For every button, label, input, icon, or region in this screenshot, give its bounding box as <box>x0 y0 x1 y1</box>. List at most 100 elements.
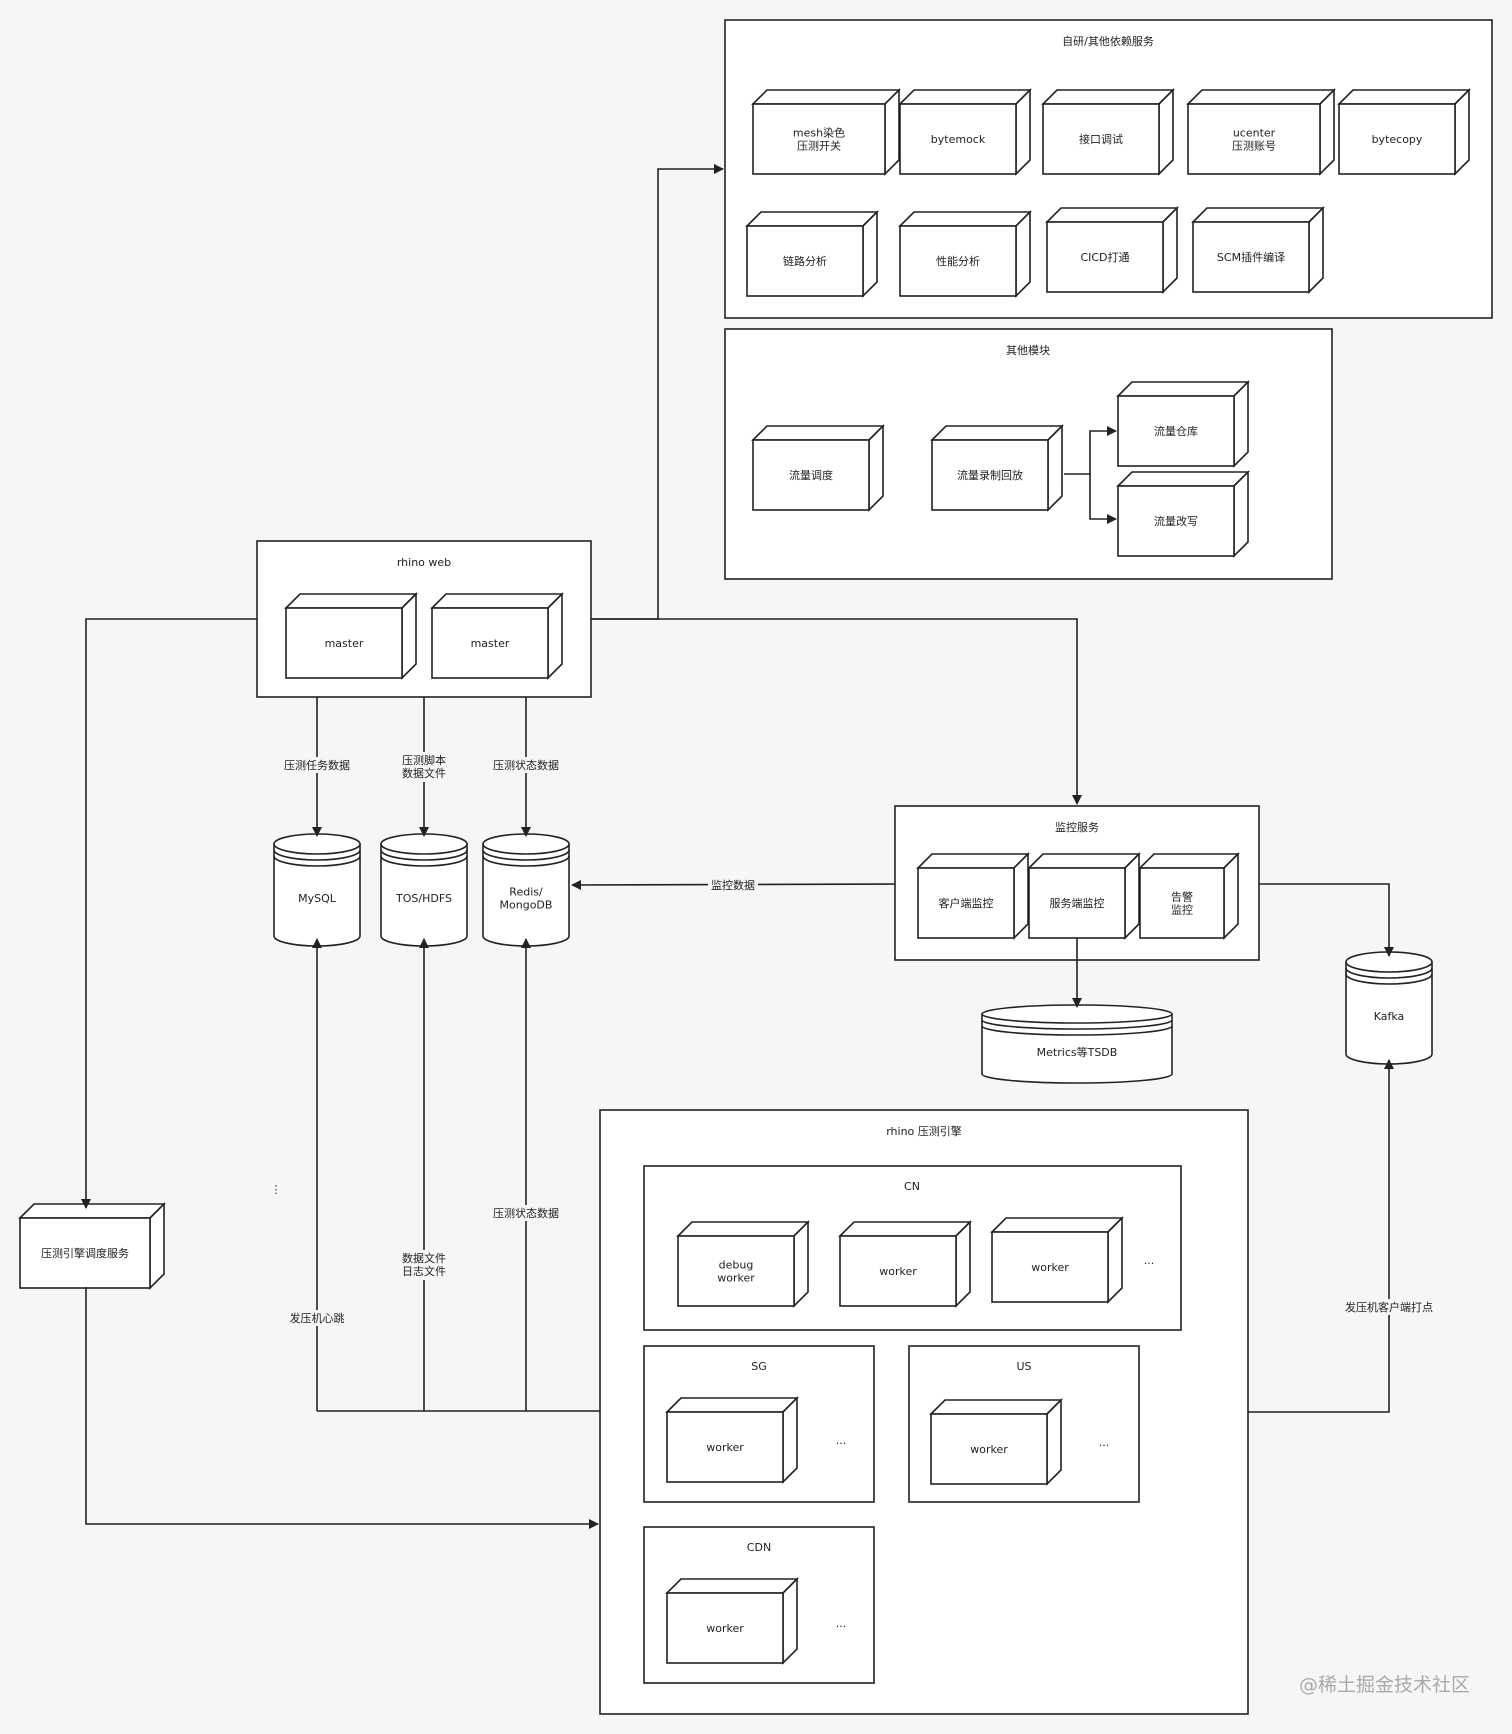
node-us-worker: worker <box>929 1398 1063 1486</box>
store-mysql: MySQL <box>273 833 361 947</box>
node-scm: SCM插件编译 <box>1191 206 1325 294</box>
container-title: CN <box>904 1180 920 1193</box>
node-label: Kafka <box>1374 1010 1405 1023</box>
container-title: 自研/其他依赖服务 <box>1062 35 1154 48</box>
stores-layer: MySQL TOS/HDFS Redis/MongoDB Metrics等TSDB Ka… <box>273 833 1433 1084</box>
node-label: 压测账号 <box>1232 140 1276 153</box>
node-master-1: master <box>284 592 418 680</box>
node-traffic-schedule: 流量调度 <box>751 424 885 512</box>
node-label: TOS/HDFS <box>395 892 452 905</box>
container-title: SG <box>751 1360 767 1373</box>
node-label: worker <box>706 1441 744 1454</box>
edge-labels: 压测任务数据 压测脚本 数据文件 压测状态数据 监控数据 发压机心跳 数据文件 … <box>271 752 1435 1326</box>
ellipsis-1: ... <box>1144 1254 1155 1267</box>
edge-record-to-store <box>1064 426 1117 475</box>
node-label: master <box>471 637 510 650</box>
edge-web-to-services <box>591 164 724 620</box>
node-label: 流量录制回放 <box>957 468 1023 482</box>
edge-label-heartbeat: 发压机心跳 <box>290 1311 345 1325</box>
node-trace-analysis: 链路分析 <box>745 210 879 298</box>
node-label: worker <box>970 1443 1008 1456</box>
node-label: worker <box>717 1272 755 1285</box>
edge-label-client-report: 发压机客户端打点 <box>1345 1300 1433 1314</box>
node-label: 流量仓库 <box>1154 424 1198 438</box>
edge-label-dots: ⋮ <box>271 1183 282 1196</box>
ellipsis-2: ... <box>836 1434 847 1447</box>
edge-record-to-rewrite <box>1089 474 1117 524</box>
node-label: 告警 <box>1171 890 1193 904</box>
edge-web-to-scheduler <box>81 618 257 1209</box>
node-label: 链路分析 <box>783 254 827 268</box>
node-api-debug: 接口调试 <box>1041 88 1175 176</box>
node-label: Metrics等TSDB <box>1037 1045 1118 1059</box>
edge-web-to-monitor <box>591 618 1082 805</box>
container-title: US <box>1016 1360 1031 1373</box>
edge-label-monitor-data: 监控数据 <box>711 878 755 892</box>
node-bytecopy: bytecopy <box>1337 88 1471 176</box>
node-sg-worker: worker <box>665 1396 799 1484</box>
node-cn-worker-2: worker <box>990 1216 1124 1304</box>
edge-monitor-to-kafka <box>1259 883 1394 957</box>
node-scheduler: 压测引擎调度服务 <box>18 1202 166 1290</box>
node-traffic-rewrite: 流量改写 <box>1116 470 1250 558</box>
node-server-monitor: 服务端监控 <box>1027 852 1141 940</box>
node-cicd: CICD打通 <box>1045 206 1179 294</box>
node-traffic-store: 流量仓库 <box>1116 380 1250 468</box>
node-label: debug <box>719 1259 754 1272</box>
node-label: worker <box>706 1622 744 1635</box>
container-title: rhino 压测引擎 <box>886 1124 962 1138</box>
node-master-2: master <box>430 592 564 680</box>
node-label: ucenter <box>1233 127 1276 140</box>
node-label: worker <box>1031 1261 1069 1274</box>
edge-label-data-files: 数据文件 <box>402 1251 446 1265</box>
node-label: 客户端监控 <box>939 896 994 910</box>
edge-scheduler-to-engine <box>85 1287 599 1529</box>
node-label: CICD打通 <box>1080 250 1129 264</box>
container-title: CDN <box>747 1541 771 1554</box>
node-label: mesh染色 <box>793 126 845 140</box>
edge-label-task-data: 压测任务数据 <box>284 758 350 772</box>
node-label: bytemock <box>931 133 986 146</box>
edges <box>81 164 1394 1529</box>
container-title: 监控服务 <box>1055 820 1099 834</box>
edge-engine-to-kafka <box>1248 1059 1394 1413</box>
edge-label-status-data-bottom: 压测状态数据 <box>493 1206 559 1220</box>
container-title: rhino web <box>397 556 451 569</box>
edge-label-log-files: 日志文件 <box>402 1264 446 1278</box>
store-tsdb: Metrics等TSDB <box>981 1004 1173 1084</box>
edge-label-status-data: 压测状态数据 <box>493 758 559 772</box>
node-client-monitor: 客户端监控 <box>916 852 1030 940</box>
node-label: Redis/ <box>509 886 543 899</box>
node-cn-worker-1: worker <box>838 1220 972 1308</box>
node-label: 服务端监控 <box>1050 896 1105 910</box>
store-tos: TOS/HDFS <box>380 833 468 947</box>
node-label: 流量调度 <box>789 468 833 482</box>
ellipsis-4: ... <box>836 1617 847 1630</box>
node-label: SCM插件编译 <box>1217 250 1285 264</box>
ellipsis-3: ... <box>1099 1436 1110 1449</box>
node-bytemock: bytemock <box>898 88 1032 176</box>
node-perf-analysis: 性能分析 <box>898 210 1032 298</box>
container-title: 其他模块 <box>1006 344 1050 357</box>
node-label: worker <box>879 1265 917 1278</box>
node-label: MySQL <box>298 892 337 905</box>
node-label: 性能分析 <box>936 254 980 268</box>
node-label: 压测引擎调度服务 <box>41 1246 129 1260</box>
node-cdn-worker: worker <box>665 1577 799 1665</box>
edge-label-script-data-2: 数据文件 <box>402 766 446 780</box>
node-traffic-record: 流量录制回放 <box>930 424 1064 512</box>
store-redis: Redis/MongoDB <box>482 833 570 947</box>
node-label: 监控 <box>1171 903 1193 917</box>
node-label: master <box>325 637 364 650</box>
edge-label-script-data-1: 压测脚本 <box>402 753 446 767</box>
node-label: 接口调试 <box>1079 133 1123 146</box>
node-label: 压测开关 <box>797 139 841 153</box>
node-label: 流量改写 <box>1154 514 1198 528</box>
node-label: bytecopy <box>1372 133 1423 146</box>
